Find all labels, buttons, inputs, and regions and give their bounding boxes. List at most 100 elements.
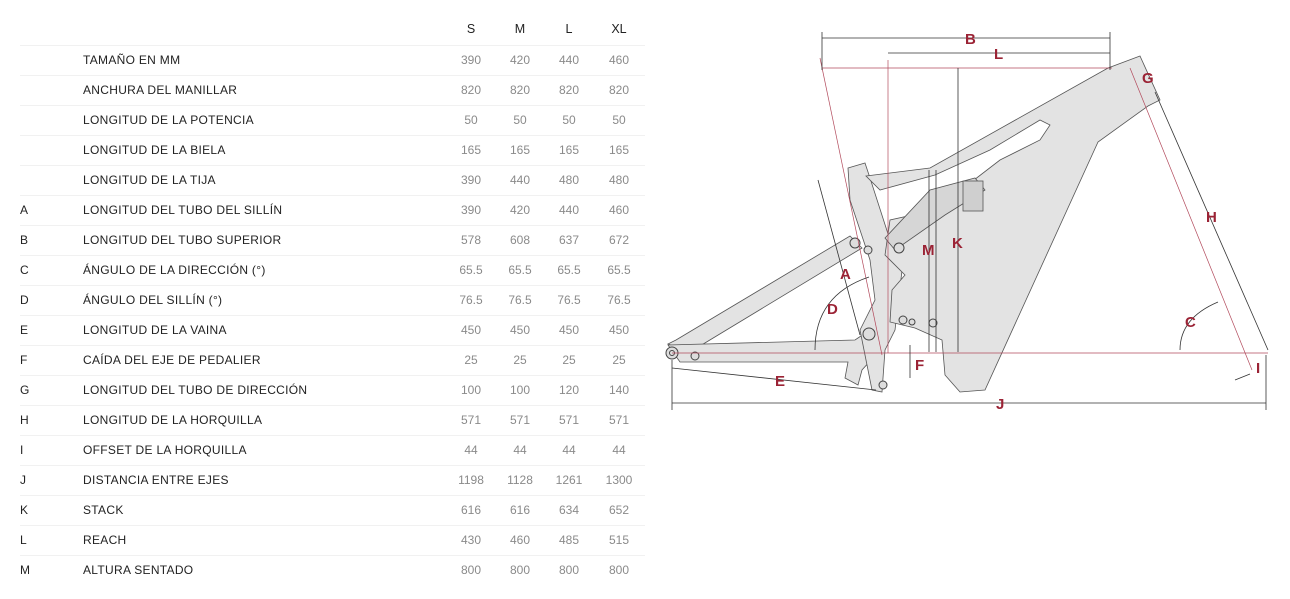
- dim-label-h: H: [1206, 209, 1217, 226]
- row-value-xl: 480: [608, 173, 630, 187]
- row-label: DISTANCIA ENTRE EJES: [83, 473, 229, 487]
- row-value-s: 390: [460, 203, 482, 217]
- row-value-m: 800: [509, 563, 531, 577]
- dim-label-c: C: [1185, 314, 1196, 331]
- row-divider: [20, 255, 645, 256]
- row-value-m: 420: [509, 203, 531, 217]
- row-value-l: 50: [562, 113, 576, 127]
- row-value-l: 480: [558, 173, 580, 187]
- row-value-m: 820: [509, 83, 531, 97]
- row-value-xl: 65.5: [607, 263, 631, 277]
- measure-arrows: [671, 32, 1269, 410]
- row-value-l: 65.5: [557, 263, 581, 277]
- row-value-xl: 571: [608, 413, 630, 427]
- row-value-l: 634: [558, 503, 580, 517]
- row-label: CAÍDA DEL EJE DE PEDALIER: [83, 353, 261, 367]
- row-divider: [20, 375, 645, 376]
- row-value-l: 1261: [555, 473, 583, 487]
- row-value-s: 390: [460, 53, 482, 67]
- row-letter: F: [20, 353, 28, 367]
- row-divider: [20, 195, 645, 196]
- dim-label-l: L: [994, 46, 1003, 63]
- row-value-m: 50: [513, 113, 527, 127]
- row-value-s: 616: [460, 503, 482, 517]
- row-value-xl: 820: [608, 83, 630, 97]
- row-value-s: 1198: [458, 473, 484, 487]
- row-value-m: 450: [509, 323, 531, 337]
- row-divider: [20, 285, 645, 286]
- row-divider: [20, 435, 645, 436]
- row-value-s: 800: [460, 563, 482, 577]
- row-value-m: 100: [509, 383, 531, 397]
- row-value-s: 25: [464, 353, 478, 367]
- row-letter: H: [20, 413, 29, 427]
- row-value-l: 120: [558, 383, 580, 397]
- row-letter: E: [20, 323, 29, 337]
- row-value-l: 440: [558, 203, 580, 217]
- row-label: ANCHURA DEL MANILLAR: [83, 83, 238, 97]
- row-label: ALTURA SENTADO: [83, 563, 194, 577]
- dimension-lines: [672, 57, 1268, 371]
- dim-label-f: F: [915, 357, 924, 374]
- row-letter: L: [20, 533, 27, 547]
- row-label: LONGITUD DE LA TIJA: [83, 173, 216, 187]
- row-value-m: 440: [509, 173, 531, 187]
- dimension-labels: B L G H K M A D C F I E J: [775, 31, 1260, 413]
- row-value-l: 76.5: [557, 293, 581, 307]
- row-value-l: 485: [558, 533, 580, 547]
- row-value-s: 76.5: [459, 293, 483, 307]
- row-label: LONGITUD DE LA HORQUILLA: [83, 413, 263, 427]
- dim-label-i: I: [1256, 360, 1260, 377]
- row-letter: I: [20, 443, 24, 457]
- row-letter: C: [20, 263, 29, 277]
- row-divider: [20, 165, 645, 166]
- dim-label-b: B: [965, 31, 976, 48]
- shock-reservoir: [962, 180, 984, 212]
- row-label: TAMAÑO EN MM: [83, 53, 181, 67]
- row-value-xl: 76.5: [607, 293, 631, 307]
- row-value-xl: 460: [608, 53, 630, 67]
- row-label: ÁNGULO DE LA DIRECCIÓN (°): [83, 263, 266, 277]
- row-label: REACH: [83, 533, 127, 547]
- row-divider: [20, 105, 645, 106]
- row-label: LONGITUD DE LA BIELA: [83, 143, 226, 157]
- row-value-s: 100: [460, 383, 482, 397]
- row-label: LONGITUD DE LA VAINA: [83, 323, 227, 337]
- row-value-l: 800: [558, 563, 580, 577]
- size-header-xl: XL: [611, 22, 627, 36]
- row-value-s: 578: [460, 233, 482, 247]
- row-letter: B: [20, 233, 29, 247]
- row-value-xl: 165: [608, 143, 630, 157]
- dim-label-g: G: [1142, 70, 1154, 87]
- row-divider: [20, 495, 645, 496]
- row-value-xl: 515: [608, 533, 630, 547]
- row-divider: [20, 525, 645, 526]
- row-value-xl: 800: [608, 563, 630, 577]
- row-letter: A: [20, 203, 29, 217]
- row-divider: [20, 75, 645, 76]
- row-label: OFFSET DE LA HORQUILLA: [83, 443, 247, 457]
- row-value-m: 460: [509, 533, 531, 547]
- row-value-m: 76.5: [508, 293, 532, 307]
- seatstay: [666, 235, 863, 353]
- row-value-xl: 50: [612, 113, 626, 127]
- row-divider: [20, 225, 645, 226]
- main-frame: [865, 55, 1161, 393]
- row-letter: G: [20, 383, 30, 397]
- row-value-s: 820: [460, 83, 482, 97]
- size-header-m: M: [514, 22, 526, 36]
- row-value-l: 450: [558, 323, 580, 337]
